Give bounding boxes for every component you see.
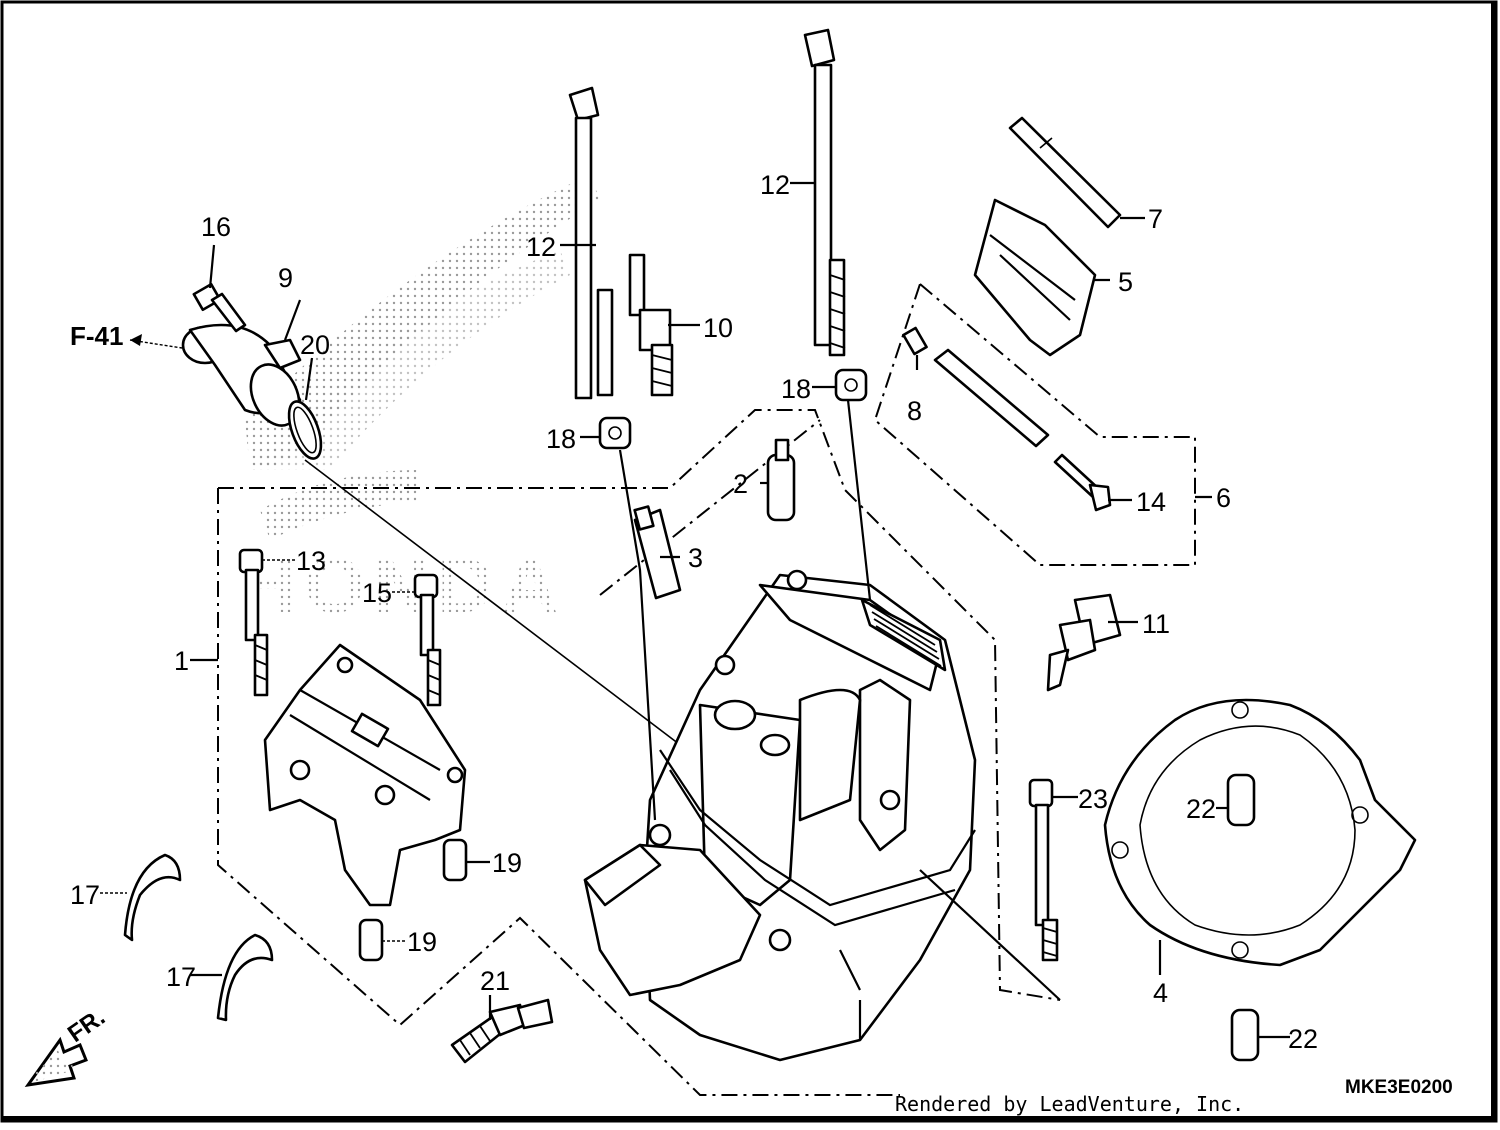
label-part-13: 13 (296, 546, 326, 576)
label-part-7: 7 (1148, 204, 1163, 234)
part-12-bolt-right (803, 28, 846, 357)
label-part-9: 9 (278, 263, 293, 293)
part-20-o-ring (287, 400, 323, 460)
intake-port (583, 843, 762, 997)
label-part-15: 15 (362, 578, 392, 608)
f41-reference-label: F-41 (70, 321, 123, 351)
part-11-temp-sensor (1046, 593, 1122, 692)
part-22-dowel-lower (1230, 1008, 1260, 1062)
label-part-17-lower: 17 (166, 962, 196, 992)
drawing-code: MKE3E0200 (1345, 1077, 1453, 1098)
label-part-8: 8 (907, 396, 922, 426)
front-direction-label: FR. (63, 1004, 110, 1048)
lower-group-outline (217, 488, 900, 1096)
label-part-20: 20 (300, 330, 330, 360)
label-part-10: 10 (703, 313, 733, 343)
part-17-seal-upper (123, 853, 182, 942)
label-part-14: 14 (1136, 487, 1166, 517)
f41-reference-arrow: F-41 (70, 321, 183, 351)
label-part-19-upper: 19 (492, 848, 522, 878)
part-7-pin (1008, 116, 1122, 229)
part-12-bolt-left (568, 86, 614, 400)
label-part-6: 6 (1216, 483, 1231, 513)
label-part-21: 21 (480, 966, 510, 996)
label-part-3: 3 (688, 543, 703, 573)
watermark-wing-logo: HONDA (240, 175, 600, 629)
part-18-washer-left (598, 416, 632, 450)
part-6-rod (933, 348, 1050, 448)
label-part-18-left: 18 (546, 424, 576, 454)
label-part-12-right: 12 (760, 170, 790, 200)
part-16-bolt (192, 282, 247, 333)
label-part-1: 1 (174, 646, 189, 676)
part-18-washer-right (834, 368, 868, 402)
front-direction-arrow: FR. (24, 1004, 110, 1088)
render-credit: Rendered by LeadVenture, Inc. (895, 1092, 1245, 1116)
part-8-cap (902, 326, 928, 356)
part-2-dowel (766, 438, 796, 522)
part-labels: 1 2 3 4 5 6 7 8 9 10 11 12 12 13 14 15 1… (70, 170, 1318, 1054)
part-10-spark-plug (628, 253, 674, 397)
part-23-bolt (1028, 778, 1059, 962)
label-part-23: 23 (1078, 784, 1108, 814)
part-19-dowel-upper (442, 838, 468, 882)
label-part-19-lower: 19 (407, 927, 437, 957)
part-1-cam-holder (263, 643, 467, 907)
part-13-bolt (238, 548, 269, 697)
part-3-dowel (633, 505, 682, 600)
cylinder-head (643, 569, 977, 1062)
part-9-water-outlet (181, 323, 302, 427)
label-part-22-upper: 22 (1186, 794, 1216, 824)
label-part-18-right: 18 (781, 374, 811, 404)
part-14-bolt (1053, 453, 1112, 512)
head-group-outline (218, 409, 1061, 1001)
part-15-bolt (413, 573, 442, 707)
part-21-stud (450, 998, 554, 1064)
label-part-4: 4 (1153, 978, 1168, 1008)
part-22-dowel-upper (1226, 773, 1256, 827)
watermark-text: HONDA (240, 541, 566, 629)
label-part-11: 11 (1142, 609, 1170, 639)
label-part-16: 16 (201, 212, 231, 242)
label-part-12-left: 12 (526, 232, 556, 262)
part-4-head-gasket (1103, 698, 1417, 967)
label-part-5: 5 (1118, 267, 1133, 297)
valve-group-outline (873, 282, 1196, 566)
leader-lines (100, 181, 1290, 1039)
part-19-dowel-lower (358, 918, 384, 962)
part-5-screen (973, 198, 1097, 357)
part-17-seal-lower (216, 933, 274, 1022)
label-part-17-upper: 17 (70, 880, 100, 910)
label-part-22-lower: 22 (1288, 1024, 1318, 1054)
label-part-2: 2 (733, 469, 748, 499)
